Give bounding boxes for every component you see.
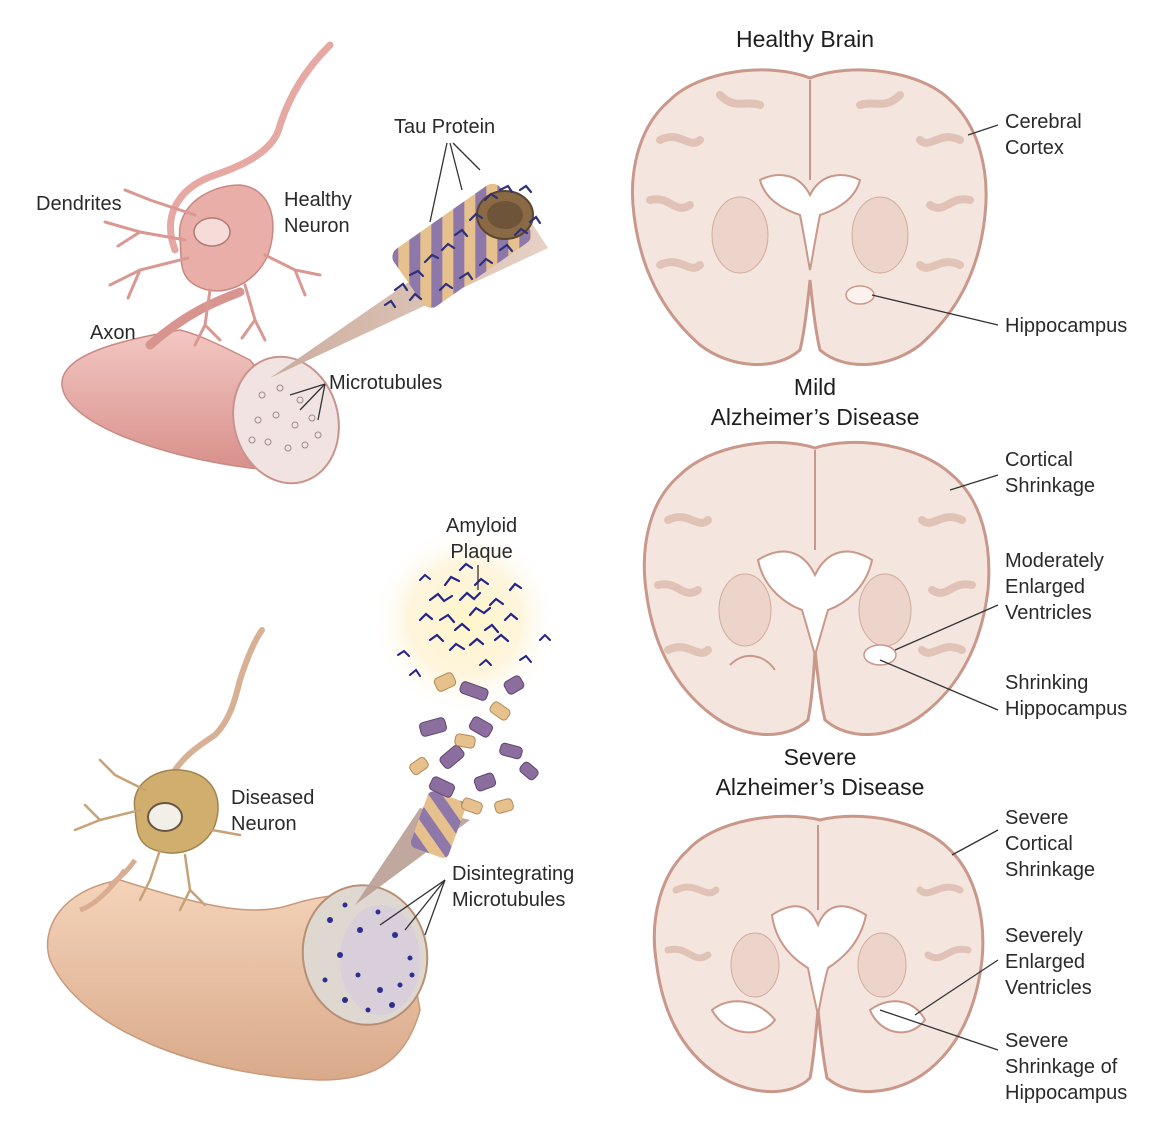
diseased-neuron xyxy=(46,627,429,1081)
label-disintegrating-microtubules: Disintegrating Microtubules xyxy=(452,863,575,911)
label-severe-shrinkage-hippocampus: Severe Shrinkage of Hippocampus xyxy=(1005,1030,1128,1104)
brain-severe xyxy=(652,814,985,1094)
title-severe-alzheimers: Severe Alzheimer’s Disease xyxy=(715,744,925,800)
label-amyloid-plaque: Amyloid Plaque xyxy=(446,515,518,563)
label-tau-protein: Tau Protein xyxy=(394,116,496,138)
label-diseased-neuron: Diseased Neuron xyxy=(231,787,315,835)
label-severe-cortical-shrinkage: Severe Cortical Shrinkage xyxy=(1005,807,1096,881)
label-microtubules: Microtubules xyxy=(329,372,443,394)
title-mild-alzheimers: Mild Alzheimer’s Disease xyxy=(710,374,920,430)
label-hippocampus: Hippocampus xyxy=(1005,315,1128,337)
label-cerebral-cortex: Cerebral Cortex xyxy=(1005,111,1082,159)
microtubule-zoom-healthy xyxy=(270,183,548,378)
amyloid-plaque xyxy=(370,525,560,715)
healthy-neuron xyxy=(61,41,340,485)
label-dendrites: Dendrites xyxy=(36,193,122,215)
label-shrinking-hippocampus: Shrinking Hippocampus xyxy=(1005,672,1128,720)
label-healthy-neuron: Healthy Neuron xyxy=(284,189,352,237)
label-severely-enlarged-ventricles: Severely Enlarged Ventricles xyxy=(1005,925,1092,999)
label-axon: Axon xyxy=(90,322,136,344)
label-moderately-enlarged-ventricles: Moderately Enlarged Ventricles xyxy=(1005,550,1104,624)
brain-mild xyxy=(642,440,991,737)
brain-healthy xyxy=(631,68,988,367)
title-healthy-brain: Healthy Brain xyxy=(735,26,875,52)
label-cortical-shrinkage: Cortical Shrinkage xyxy=(1005,449,1096,497)
microtubule-fragments xyxy=(409,672,539,815)
microtubule-zoom-diseased xyxy=(355,791,470,905)
leader-lines xyxy=(289,124,999,1051)
